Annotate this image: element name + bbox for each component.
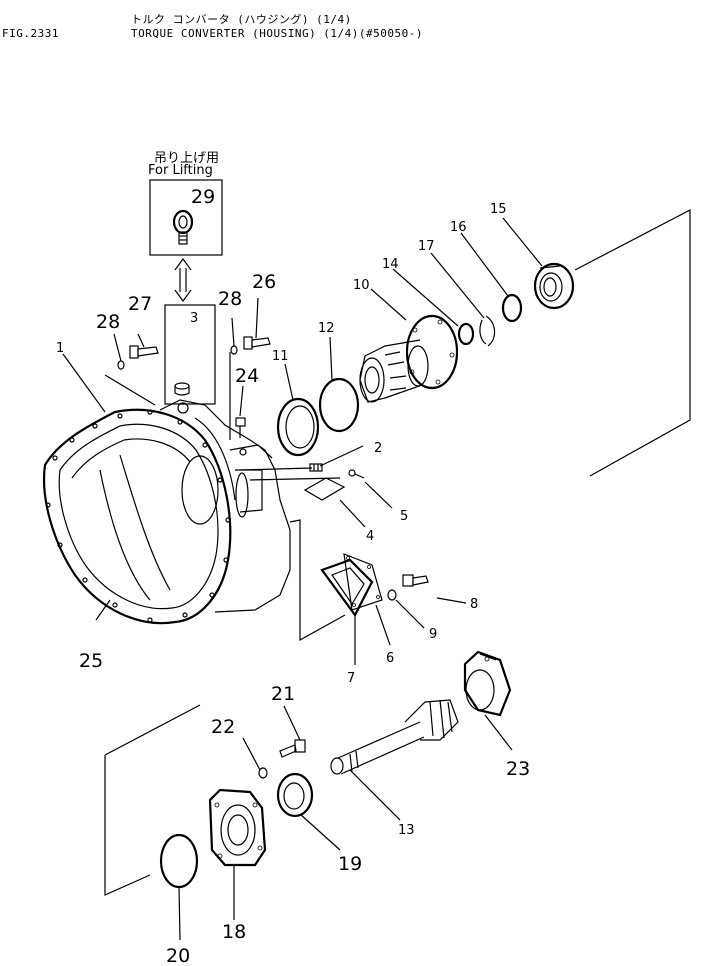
callout-27: 27 xyxy=(128,293,152,315)
cover-4 xyxy=(303,477,346,501)
callout-10: 10 xyxy=(353,278,370,293)
callout-26: 26 xyxy=(252,271,276,293)
callout-29: 29 xyxy=(191,186,215,208)
callout-13: 13 xyxy=(398,823,415,838)
oring-20 xyxy=(159,833,199,889)
double-arrow-icon xyxy=(174,257,192,303)
callout-8: 8 xyxy=(470,597,478,612)
bolt-26 xyxy=(243,336,271,350)
cover-18 xyxy=(208,788,267,867)
washer-9 xyxy=(387,589,397,601)
shaft-13 xyxy=(330,699,459,775)
lifting-label-en: For Lifting xyxy=(148,163,213,178)
eye-bolt-icon xyxy=(172,209,194,245)
callout-17: 17 xyxy=(418,239,435,254)
ring-16 xyxy=(501,293,523,323)
callout-9: 9 xyxy=(429,627,437,642)
title-japanese: トルク コンバータ (ハウジング) (1/4) xyxy=(131,13,352,26)
callout-28-right: 28 xyxy=(218,288,242,310)
callout-24: 24 xyxy=(235,365,259,387)
bolt-27 xyxy=(129,345,159,359)
bolt-21 xyxy=(279,739,306,758)
gasket-6 xyxy=(343,553,383,611)
housing-bolt-holes xyxy=(45,409,231,623)
callout-19: 19 xyxy=(338,853,362,875)
callout-2: 2 xyxy=(374,441,382,456)
callout-23: 23 xyxy=(506,758,530,780)
bolt-24 xyxy=(235,417,246,438)
callout-5: 5 xyxy=(400,509,408,524)
callout-20: 20 xyxy=(166,945,190,966)
bearing-15 xyxy=(533,262,575,310)
housing-body xyxy=(159,399,291,613)
title-english: TORQUE CONVERTER (HOUSING) (1/4)(#50050-… xyxy=(131,27,424,40)
plug-detail-box xyxy=(164,304,216,405)
callout-12: 12 xyxy=(318,321,335,336)
lifting-detail-box xyxy=(149,179,223,256)
callout-25: 25 xyxy=(79,650,103,672)
bolt-5 xyxy=(348,469,365,479)
bolt-8 xyxy=(402,574,429,587)
callout-21: 21 xyxy=(271,683,295,705)
cover-7 xyxy=(320,558,374,618)
callout-15: 15 xyxy=(490,202,507,217)
coupling-23 xyxy=(463,650,512,717)
flange-10 xyxy=(359,314,459,403)
snap-ring-17 xyxy=(479,315,496,347)
lifting-label-jp: 吊り上げ用 xyxy=(154,151,219,166)
reference-lines xyxy=(104,209,691,896)
washer-28-right xyxy=(230,345,238,355)
callout-6: 6 xyxy=(386,651,394,666)
callout-18: 18 xyxy=(222,921,246,943)
leader-lines xyxy=(62,217,543,941)
figure-number: FIG.2331 xyxy=(2,27,59,40)
washer-28-left xyxy=(117,360,125,370)
callout-1: 1 xyxy=(56,341,64,356)
callout-7: 7 xyxy=(347,671,355,686)
callout-numbers: 1 2 3 4 5 6 7 8 9 10 11 12 13 14 15 16 1… xyxy=(56,186,530,966)
washer-22 xyxy=(258,767,268,779)
callout-3: 3 xyxy=(190,311,198,326)
oring-12 xyxy=(318,377,360,433)
plug-icon xyxy=(174,382,190,396)
seal-14 xyxy=(457,322,475,346)
oring-11 xyxy=(276,397,320,457)
callout-16: 16 xyxy=(450,220,467,235)
callout-11: 11 xyxy=(272,349,289,364)
callout-28-left: 28 xyxy=(96,311,120,333)
callout-14: 14 xyxy=(382,257,399,272)
callout-4: 4 xyxy=(366,529,374,544)
callout-22: 22 xyxy=(211,716,235,738)
bearing-19 xyxy=(276,772,314,818)
